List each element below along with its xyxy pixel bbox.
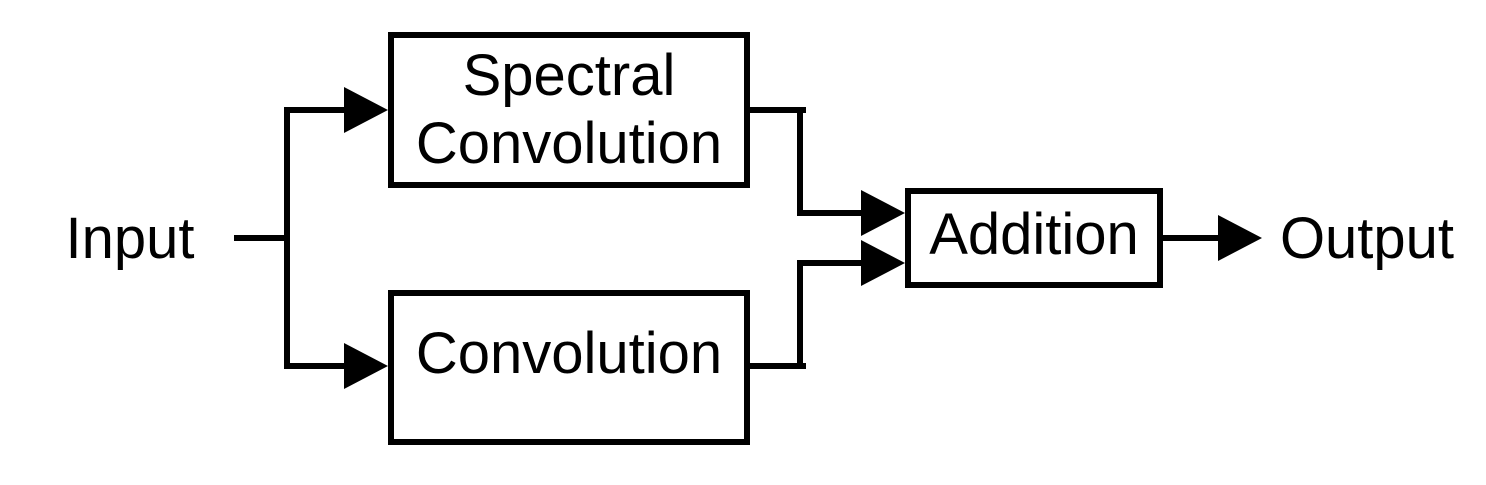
edge-input-to-spectral	[284, 107, 350, 113]
edge-convolution-out-horizontal	[744, 363, 806, 369]
edge-spectral-out-vertical	[797, 107, 803, 216]
node-addition: Addition	[905, 188, 1163, 288]
edge-spectral-out-horizontal	[744, 107, 806, 113]
node-convolution: Convolution	[388, 290, 750, 445]
arrowhead-into-output-icon	[1218, 215, 1262, 261]
arrowhead-into-convolution-icon	[344, 343, 388, 389]
node-convolution-label: Convolution	[415, 321, 723, 387]
edge-input-branch-vertical	[284, 107, 290, 369]
node-spectral-convolution: Spectral Convolution	[388, 32, 750, 188]
node-addition-label: Addition	[929, 201, 1139, 267]
arrowhead-into-addition-bottom-icon	[861, 240, 905, 286]
input-label: Input	[65, 205, 195, 271]
arrowhead-into-spectral-icon	[344, 87, 388, 133]
edge-convolution-out-vertical	[797, 260, 803, 369]
edge-input-to-convolution	[284, 363, 350, 369]
edge-input-line	[234, 235, 290, 241]
output-label: Output	[1279, 205, 1455, 271]
edge-addition-to-output	[1160, 235, 1222, 241]
edge-convolution-to-addition	[797, 260, 867, 266]
node-spectral-convolution-label: Spectral Convolution	[415, 42, 723, 176]
edge-spectral-to-addition	[797, 210, 867, 216]
arrowhead-into-addition-top-icon	[861, 190, 905, 236]
